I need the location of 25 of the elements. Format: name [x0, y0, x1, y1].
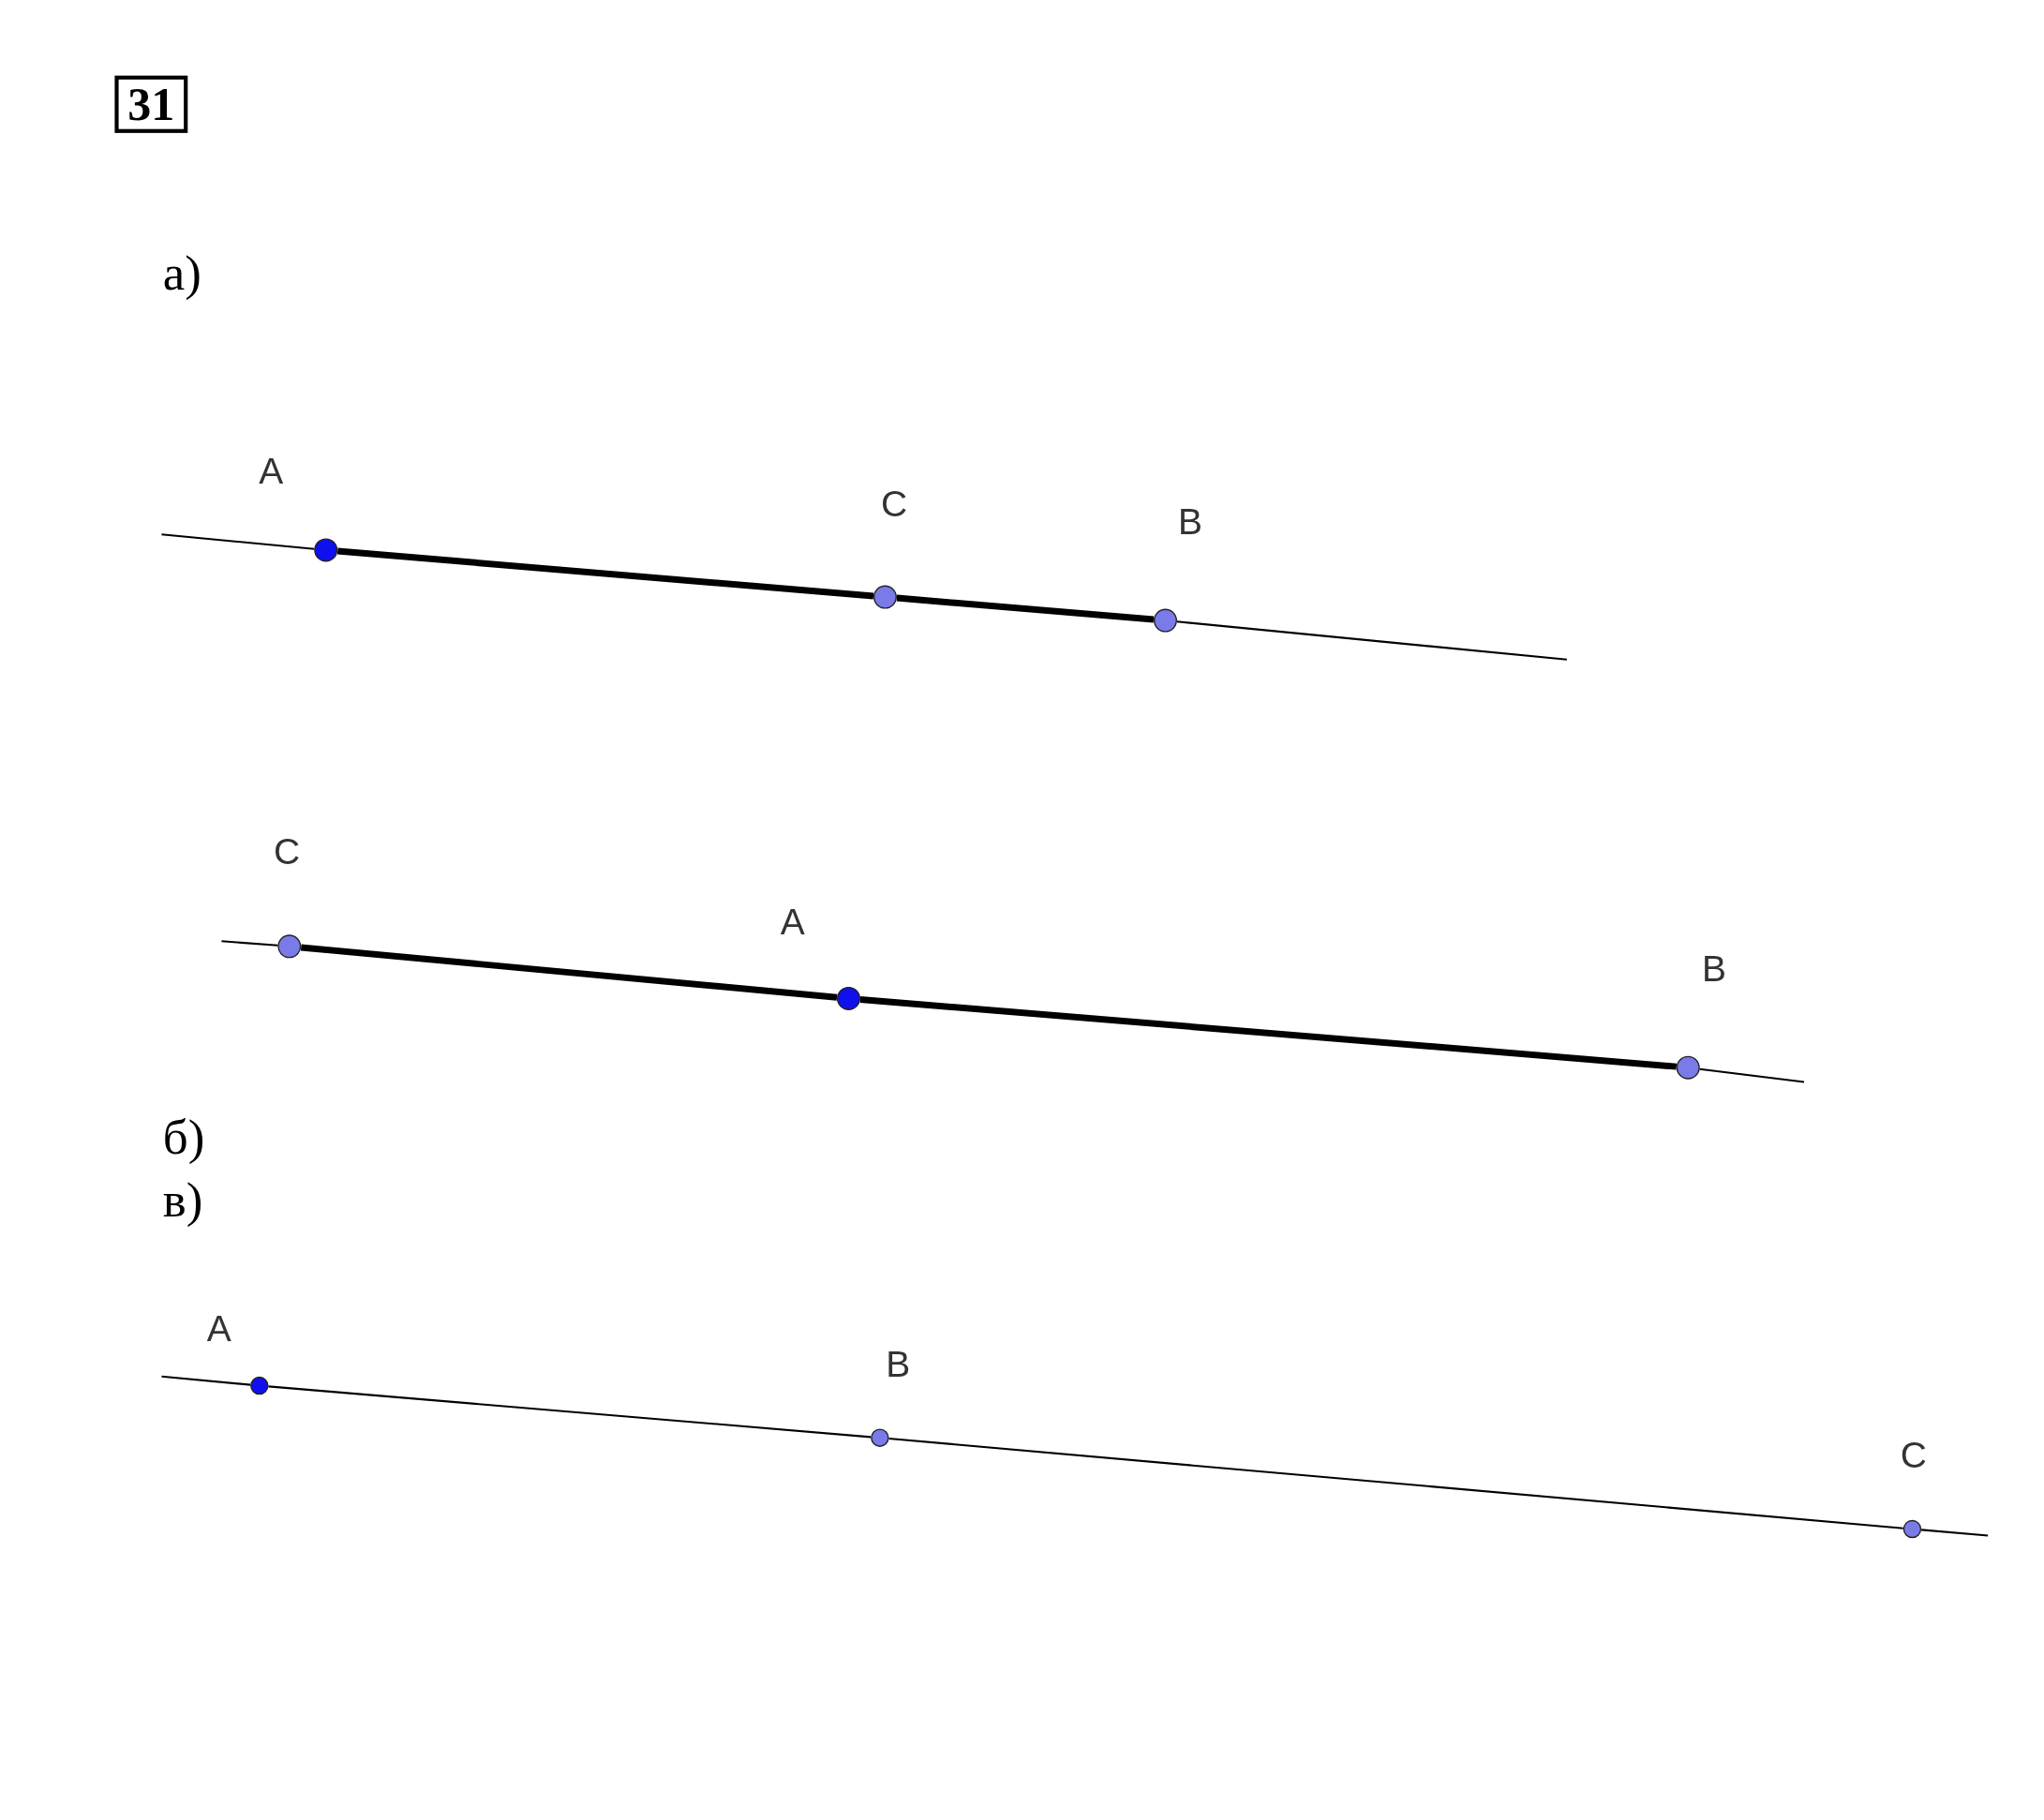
- line-segment: [161, 533, 315, 550]
- part-label: б): [162, 1111, 205, 1162]
- line-segment: [888, 1437, 1903, 1529]
- line-segment: [859, 996, 1678, 1070]
- part-label: а): [162, 247, 201, 298]
- line-segment: [336, 547, 874, 600]
- line-segment: [1921, 1529, 1989, 1537]
- point-label: A: [206, 1311, 231, 1349]
- point-label: C: [273, 834, 301, 872]
- part-label: в): [162, 1174, 203, 1225]
- line-segment: [300, 944, 838, 1001]
- point-label: B: [886, 1346, 911, 1383]
- point-label: A: [780, 904, 805, 942]
- problem-number: 31: [114, 75, 188, 133]
- point-label: B: [1177, 504, 1202, 542]
- point-label: C: [881, 485, 908, 523]
- point-label: A: [259, 454, 284, 490]
- point-label: B: [1702, 951, 1727, 989]
- line-segment: [896, 594, 1155, 623]
- line-segment: [268, 1385, 872, 1439]
- line-segment: [1176, 620, 1567, 661]
- line-segment: [221, 940, 278, 947]
- line-segment: [1699, 1067, 1805, 1083]
- line-segment: [161, 1375, 251, 1386]
- point-label: C: [1900, 1438, 1927, 1475]
